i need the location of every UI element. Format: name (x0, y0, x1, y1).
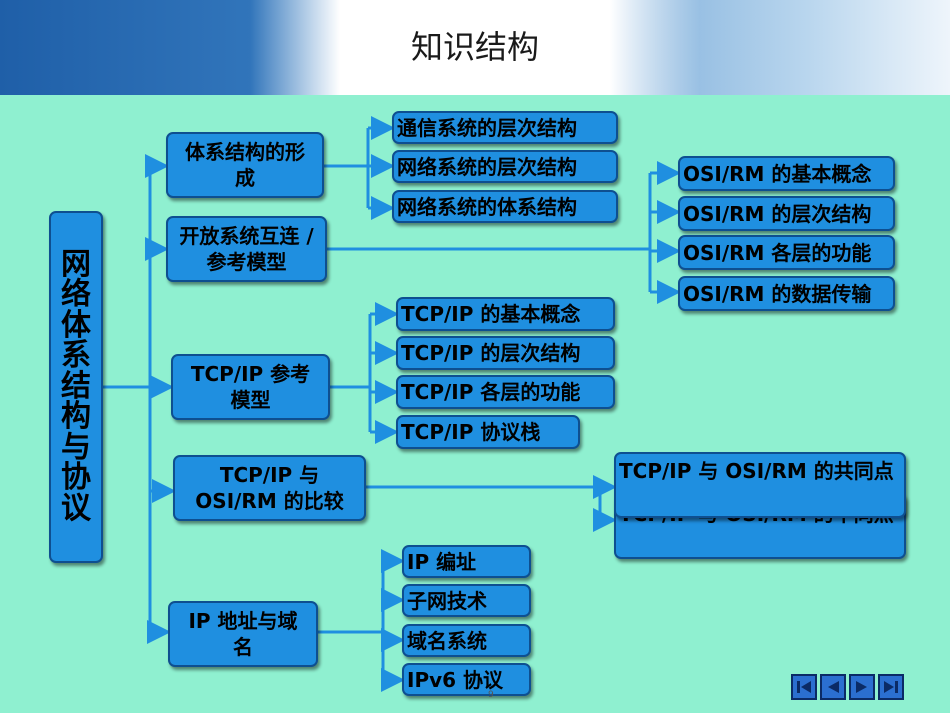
root-char: 网 (61, 246, 91, 282)
prev-page-button[interactable] (820, 674, 846, 700)
last-page-icon (884, 681, 898, 693)
leaf-dns: 域名系统 (402, 624, 531, 657)
branch-ip-address-domain: IP 地址与域名 (168, 601, 318, 667)
leaf-tcpip-osi-common: TCP/IP 与 OSI/RM 的共同点 (614, 452, 906, 518)
header-band: 知识结构 (0, 0, 950, 95)
root-char: 议 (61, 490, 91, 526)
leaf-subnet: 子网技术 (402, 584, 531, 617)
leaf-tcpip-layer-function: TCP/IP 各层的功能 (396, 375, 615, 409)
next-page-button[interactable] (849, 674, 875, 700)
root-char: 体 (61, 307, 91, 343)
branch-architecture-formation: 体系结构的形成 (166, 132, 324, 198)
leaf-ip-addressing: IP 编址 (402, 545, 531, 578)
leaf-comm-layer-structure: 通信系统的层次结构 (392, 111, 618, 144)
leaf-tcpip-basic-concept: TCP/IP 的基本概念 (396, 297, 615, 331)
branch-tcpip-osi-comparison: TCP/IP 与 OSI/RM 的比较 (173, 455, 366, 521)
leaf-osi-layer-structure: OSI/RM 的层次结构 (678, 196, 895, 231)
leaf-osi-basic-concept: OSI/RM 的基本概念 (678, 156, 895, 191)
leaf-net-layer-structure: 网络系统的层次结构 (392, 150, 618, 183)
title-band (250, 0, 700, 95)
last-page-button[interactable] (878, 674, 904, 700)
root-node: 网 络 体 系 结 构 与 协 议 (49, 211, 103, 563)
prev-page-icon (828, 681, 839, 693)
root-char: 系 (61, 338, 91, 374)
leaf-ipv6: IPv6 协议 (402, 663, 531, 696)
leaf-net-architecture: 网络系统的体系结构 (392, 190, 618, 223)
first-page-button[interactable] (791, 674, 817, 700)
leaf-osi-layer-function: OSI/RM 各层的功能 (678, 235, 895, 270)
root-char: 与 (61, 429, 91, 465)
root-char: 协 (61, 460, 91, 496)
leaf-tcpip-layer-structure: TCP/IP 的层次结构 (396, 336, 615, 370)
branch-tcpip-reference-model: TCP/IP 参考模型 (171, 354, 330, 420)
leaf-tcpip-protocol-stack: TCP/IP 协议栈 (396, 415, 580, 449)
first-page-icon (797, 681, 811, 693)
root-char: 构 (61, 399, 91, 435)
next-page-icon (856, 681, 867, 693)
root-char: 络 (61, 277, 91, 313)
branch-osi-reference-model: 开放系统互连 / 参考模型 (166, 216, 327, 282)
leaf-osi-data-transfer: OSI/RM 的数据传输 (678, 276, 895, 311)
root-char: 结 (61, 368, 91, 404)
page-title: 知识结构 (410, 28, 539, 66)
page-number: 9 (488, 690, 494, 700)
